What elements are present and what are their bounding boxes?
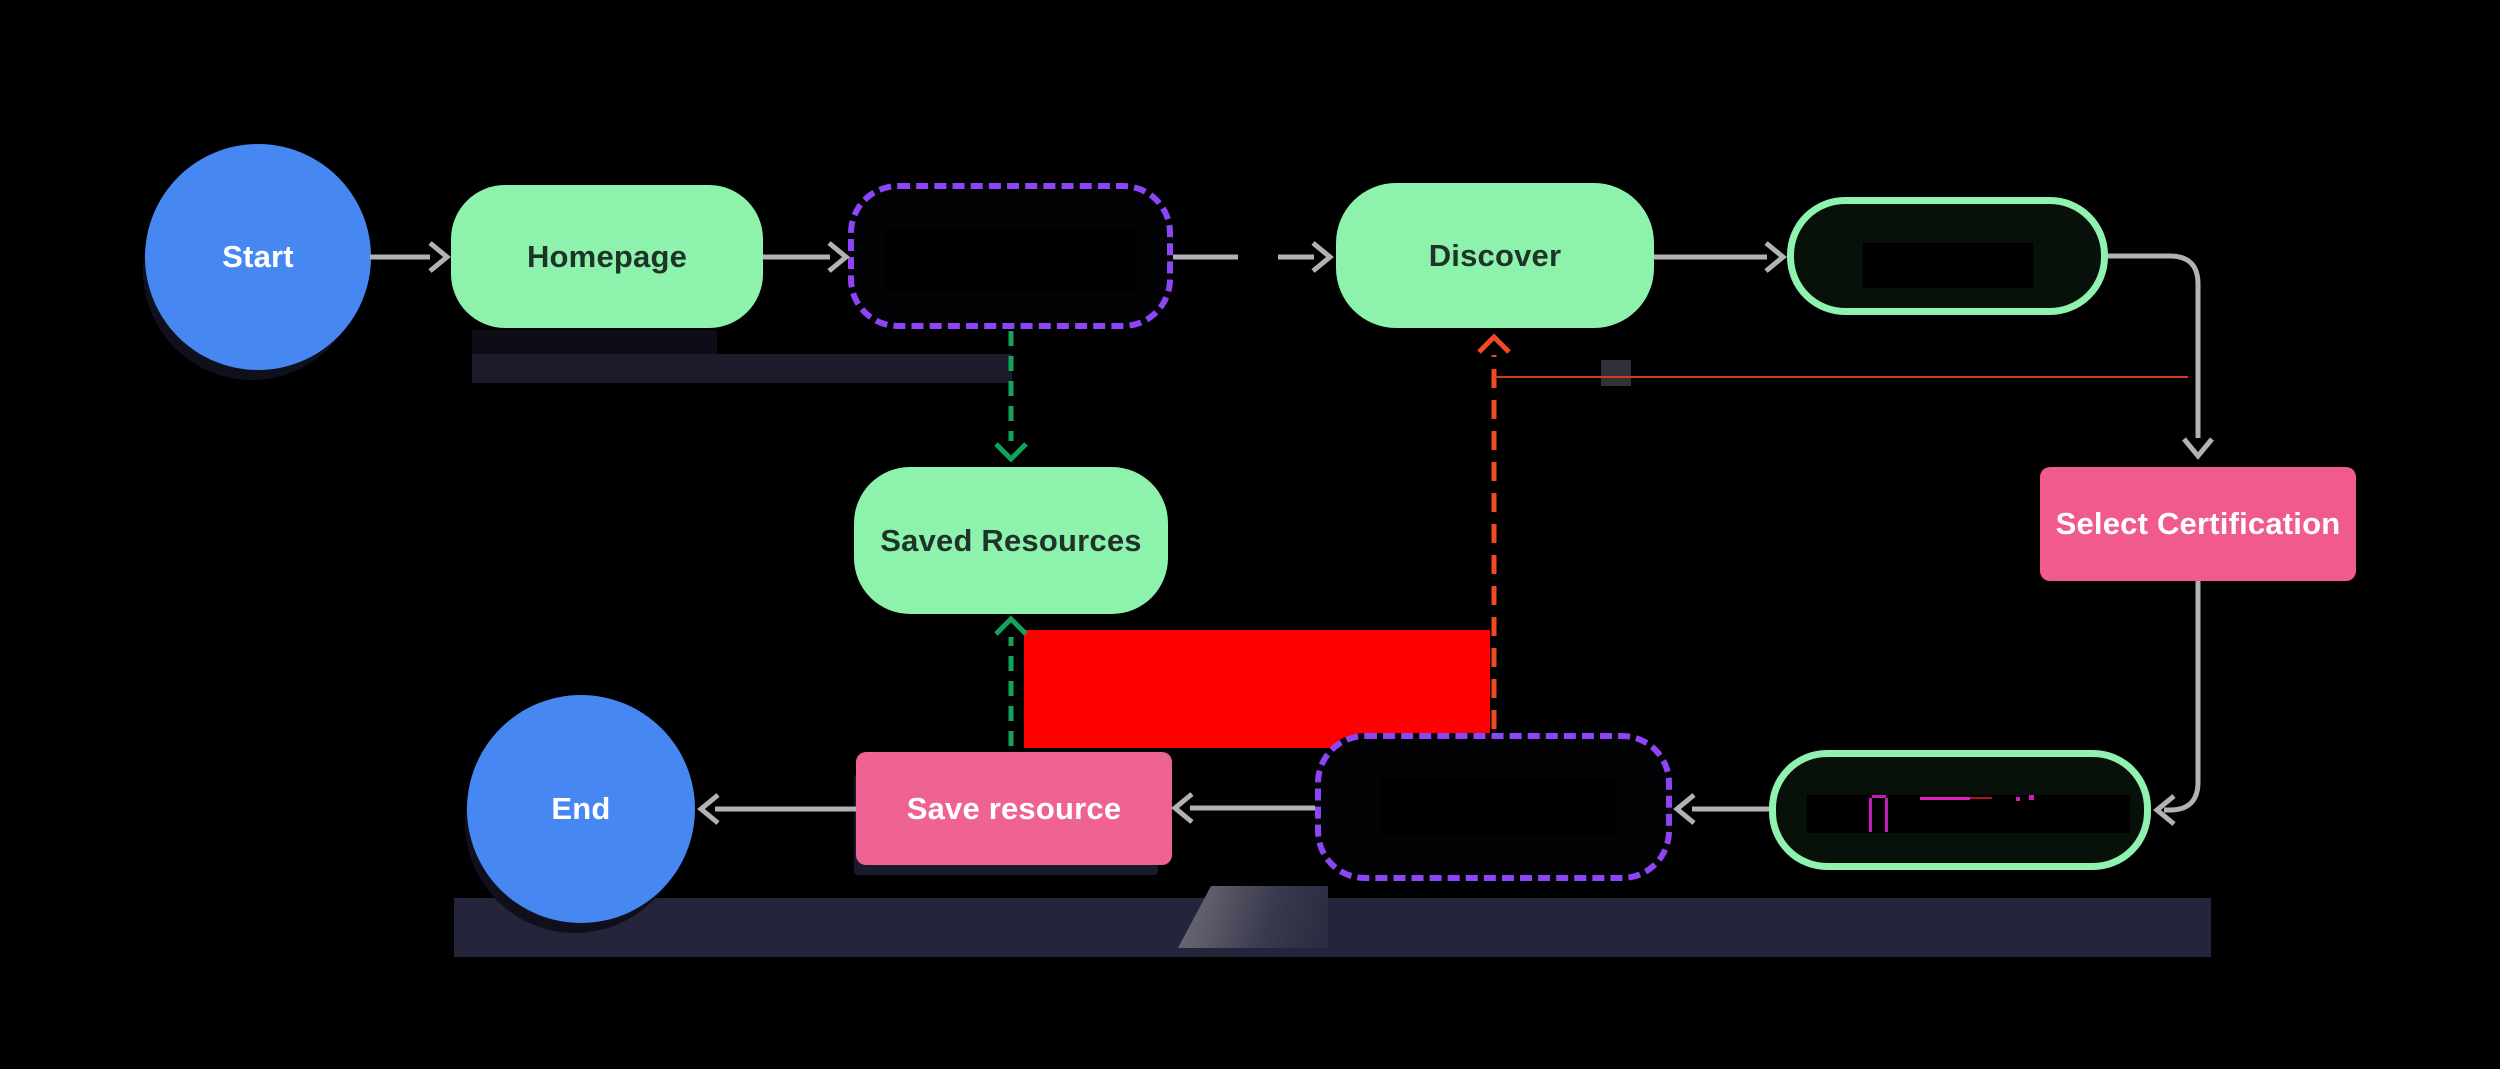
magenta-fragment [1872,795,1886,798]
arrowhead-right-icon [1311,241,1334,273]
arrowhead-right-icon [827,241,850,273]
shadow-band-top-small [472,330,717,354]
arrowhead-up-icon [1477,333,1511,354]
node-discover[interactable]: Discover [1336,183,1654,328]
node-save-resource-label: Save resource [906,790,1122,826]
node-end[interactable]: End [467,695,695,923]
magenta-fragment [2029,795,2034,800]
magenta-fragment [1869,798,1872,832]
edge-selectcert-outlinedbottom [2164,581,2201,813]
node-homepage-label: Homepage [526,238,688,274]
redacted-label-overlay [885,230,1135,290]
shadow-band-top [472,354,1012,383]
node-save-resource[interactable]: Save resource [856,752,1172,865]
arrowhead-left-icon [1171,792,1194,824]
arrowhead-right-icon [428,241,451,273]
red-fragment [1970,797,1992,799]
edge-outlinedtop-selectcert [2108,253,2201,438]
arrowhead-left-icon [697,793,720,825]
arrowhead-down-icon [2182,437,2214,460]
node-saved-resources-label: Saved Resources [880,522,1142,558]
magenta-fragment [1885,798,1888,832]
magenta-fragment [1920,797,1970,800]
shadow-band-bottom [454,898,2211,957]
node-homepage[interactable]: Homepage [451,185,763,328]
arrowhead-left-icon [2153,794,2176,826]
shadow-block-under-discover [1601,360,1631,386]
magenta-fragment [2016,797,2020,801]
redacted-label-overlay [1380,778,1615,836]
redacted-label-overlay [1807,795,2130,833]
node-select-certification-label: Select Certification [2055,506,2341,541]
node-select-certification[interactable]: Select Certification [2040,467,2356,581]
shadow-wedge [1178,886,1328,948]
redacted-label-overlay [1863,243,2033,288]
red-redaction-block [1024,630,1490,748]
arrowhead-up-icon [994,615,1028,636]
node-discover-label: Discover [1428,237,1562,273]
node-saved-resources[interactable]: Saved Resources [854,467,1168,614]
arrowhead-left-icon [1673,793,1696,825]
node-start-label: Start [222,239,294,274]
node-end-label: End [551,791,611,826]
node-start[interactable]: Start [145,144,371,370]
arrowhead-right-icon [1764,241,1787,273]
arrowhead-down-icon [994,442,1028,463]
